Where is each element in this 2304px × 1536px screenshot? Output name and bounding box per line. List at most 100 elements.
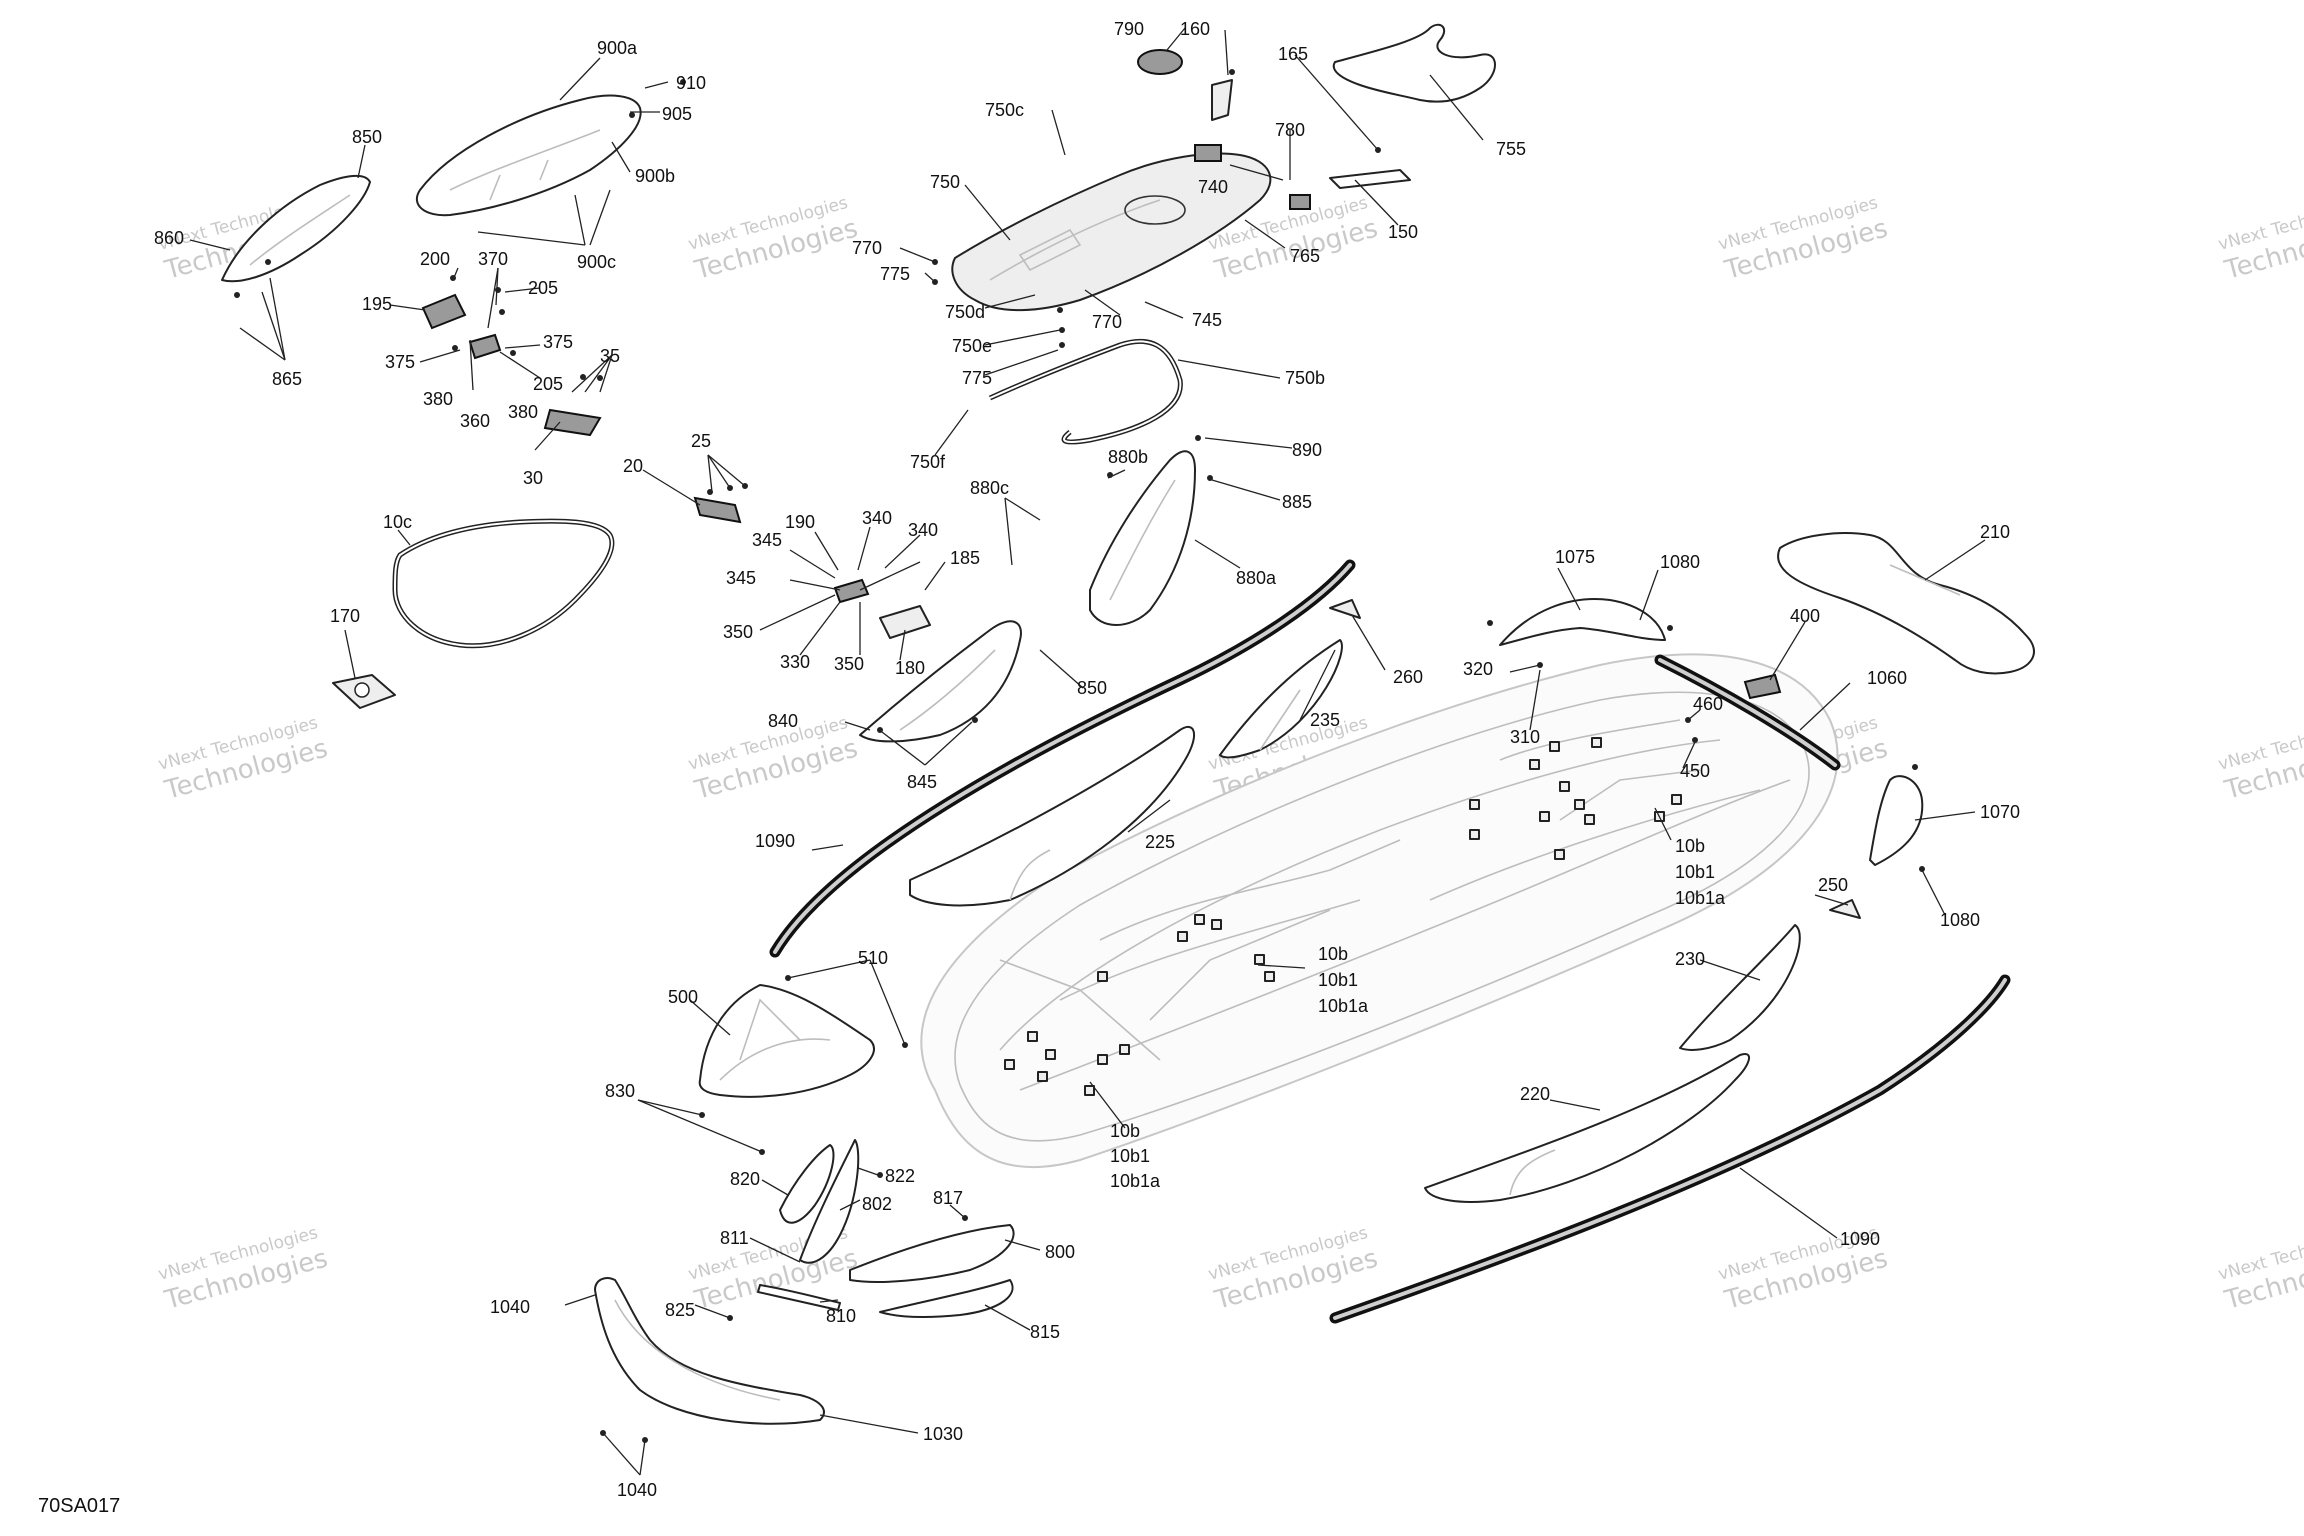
callout-label: 800: [1045, 1242, 1075, 1262]
bracket-30: [543, 408, 602, 437]
callout-label: 225: [1145, 832, 1175, 852]
callout-label: 10b1: [1675, 862, 1715, 882]
callout-label: 1080: [1940, 910, 1980, 930]
callout-label: 10b1: [1110, 1146, 1150, 1166]
watermark: vNext Technologies Technologies: [686, 193, 861, 286]
latch-360: [468, 333, 502, 360]
callout-label: 1040: [490, 1297, 530, 1317]
callout-label: 10c: [383, 512, 412, 532]
callout-label: 160: [1180, 19, 1210, 39]
callout-label: 350: [834, 654, 864, 674]
panel-850-860: [221, 174, 371, 283]
callout-label: 822: [885, 1166, 915, 1186]
callout-label: 817: [933, 1188, 963, 1208]
stern-cap-1070: [1869, 775, 1924, 866]
clip-250: [1829, 899, 1861, 919]
callout-label: 790: [1114, 19, 1144, 39]
callout-label: 1090: [1840, 1229, 1880, 1249]
watermark: vNext Technologies Technologies: [1206, 1223, 1381, 1316]
callout-label: 180: [895, 658, 925, 678]
handle-180: [879, 605, 931, 639]
rub-strip-right: [1654, 654, 1841, 771]
light-trim-815: [879, 1279, 1014, 1318]
callout-label: 900c: [577, 252, 616, 272]
latch-330: [833, 578, 870, 604]
seal-750b: [988, 338, 1183, 445]
side-decal-230: [1679, 924, 1801, 1051]
callout-label: 750e: [952, 336, 992, 356]
callout-label: 500: [668, 987, 698, 1007]
callout-label: 345: [726, 568, 756, 588]
callout-label: 750f: [910, 452, 946, 472]
callout-label: 310: [1510, 727, 1540, 747]
side-cover-840: [859, 620, 1022, 743]
callout-label: 910: [676, 73, 706, 93]
callout-label: 850: [352, 127, 382, 147]
callout-label: 755: [1496, 139, 1526, 159]
plate-170: [332, 674, 396, 709]
callout-label: 905: [662, 104, 692, 124]
callout-label: 150: [1388, 222, 1418, 242]
stern-cap-1075: [1499, 598, 1666, 646]
callout-label: 185: [950, 548, 980, 568]
callout-label: 220: [1520, 1084, 1550, 1104]
callout-label: 860: [154, 228, 184, 248]
clip-260: [1329, 599, 1361, 619]
callout-label: 450: [1680, 761, 1710, 781]
callout-label: 330: [780, 652, 810, 672]
callout-label: 30: [523, 468, 543, 488]
callout-label: 1040: [617, 1480, 657, 1500]
callout-label: 1090: [755, 831, 795, 851]
callout-label: 1030: [923, 1424, 963, 1444]
watermark: vNext Technologies Technologies: [156, 713, 331, 806]
watermark: vNext Technologies Technologies: [2216, 1223, 2304, 1316]
mat-755: [1332, 23, 1496, 103]
callout-label: 195: [362, 294, 392, 314]
cap-790: [1137, 49, 1183, 75]
hull-clips: [1004, 737, 1682, 1096]
callout-label: 10b1: [1318, 970, 1358, 990]
callout-label: 775: [962, 368, 992, 388]
callout-label: 900b: [635, 166, 675, 186]
latch-195: [421, 293, 467, 330]
callout-label: 20: [623, 456, 643, 476]
callout-label: 35: [600, 346, 620, 366]
callout-label: 10b: [1675, 836, 1705, 856]
callout-label: 780: [1275, 120, 1305, 140]
callout-label: 1070: [1980, 802, 2020, 822]
storage-tray-750: [951, 144, 1311, 312]
callout-label: 865: [272, 369, 302, 389]
callout-label: 375: [543, 332, 573, 352]
rub-strip-lower: [1329, 974, 2011, 1324]
hull-ghost: [920, 653, 1839, 1169]
callout-label: 205: [528, 278, 558, 298]
callout-label: 165: [1278, 44, 1308, 64]
callout-label: 205: [533, 374, 563, 394]
callout-label: 811: [720, 1228, 749, 1248]
callout-label: 825: [665, 1300, 695, 1320]
callout-label: 885: [1282, 492, 1312, 512]
callout-label: 380: [423, 389, 453, 409]
callout-label: 845: [907, 772, 937, 792]
light-bracket-802: [799, 1139, 860, 1264]
callout-label: 880a: [1236, 568, 1277, 588]
callout-label: 815: [1030, 1322, 1060, 1342]
callout-label: 802: [862, 1194, 892, 1214]
callout-label: 10b1a: [1110, 1171, 1161, 1191]
nose-cone-500: [698, 984, 875, 1098]
watermark: vNext Technologies Technologies: [156, 1223, 331, 1316]
callout-label: 235: [1310, 710, 1340, 730]
callout-label: 850: [1077, 678, 1107, 698]
callout-label: 840: [768, 711, 798, 731]
callout-label: 10b1a: [1675, 888, 1726, 908]
callout-label: 400: [1790, 606, 1820, 626]
callout-label: 190: [785, 512, 815, 532]
bracket-20: [693, 496, 742, 524]
callout-label: 750b: [1285, 368, 1325, 388]
callout-label: 830: [605, 1081, 635, 1101]
callout-label: 10b: [1110, 1121, 1140, 1141]
callout-label: 460: [1693, 694, 1723, 714]
callout-label: 1080: [1660, 552, 1700, 572]
mat-210: [1777, 532, 2035, 675]
callout-label: 375: [385, 352, 415, 372]
